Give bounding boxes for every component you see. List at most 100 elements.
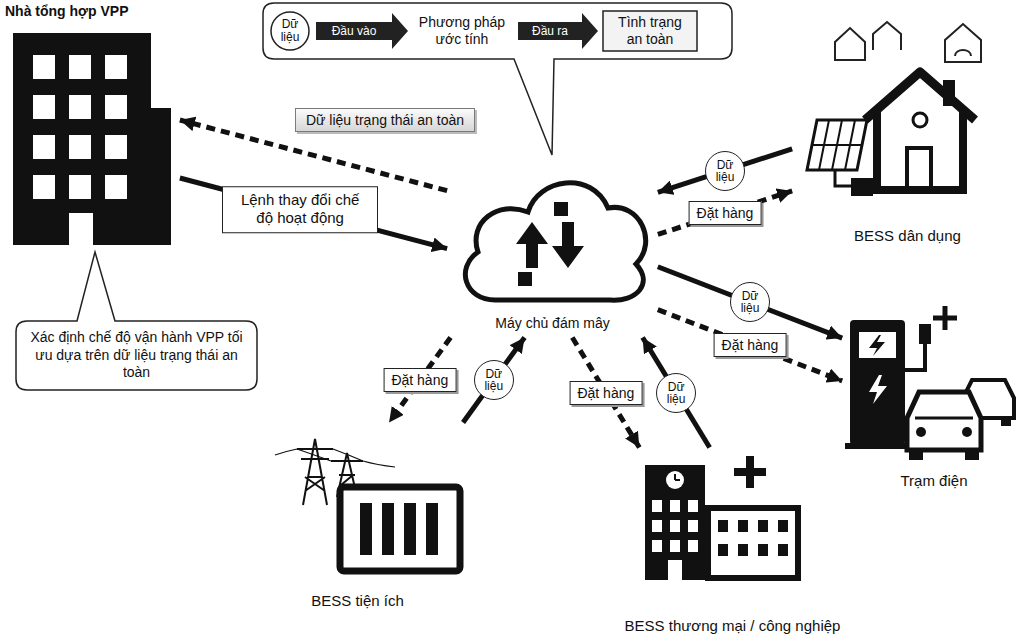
icon-shape	[688, 520, 698, 532]
data-badge: Dữ liệu	[474, 360, 514, 400]
icon-shape	[666, 471, 684, 489]
node-caption: BESS tiện ích	[311, 592, 404, 610]
edge-label: Đặt hàng	[689, 201, 762, 225]
icon-shape	[670, 520, 680, 532]
residential-bess: BESS dân dụng	[795, 20, 1020, 245]
icon-shape	[33, 135, 55, 159]
icon-shape	[933, 306, 957, 330]
icon-shape	[465, 183, 645, 300]
arrow-label: Đầu ra	[532, 24, 568, 38]
icon-shape	[718, 520, 728, 532]
icon-shape	[851, 178, 873, 196]
icon-shape	[945, 24, 981, 62]
icon-shape	[869, 375, 887, 404]
icon-shape	[69, 55, 91, 79]
icon-shape	[807, 120, 867, 170]
icon-shape	[877, 112, 963, 190]
icon-shape	[316, 13, 408, 49]
aggregator-building-shape	[5, 3, 177, 248]
icon-shape	[645, 465, 705, 580]
icon-shape	[516, 222, 548, 268]
icon-shape	[688, 540, 698, 552]
cloud-server: Máy chủ đám mây	[450, 160, 655, 335]
icon-shape	[688, 500, 698, 512]
icon-shape	[554, 202, 568, 216]
icon-shape	[105, 95, 127, 119]
icon-shape	[33, 55, 55, 79]
icon-shape	[850, 320, 905, 445]
icon-shape	[812, 120, 862, 170]
data-badge: Dữ liệu	[656, 373, 696, 413]
icon-shape	[859, 332, 896, 358]
icon-shape	[426, 503, 438, 555]
icon-shape	[965, 448, 979, 460]
edge-label: Dữ liệu trạng thái an toàn	[295, 108, 475, 132]
icon-shape	[668, 560, 682, 580]
icon-shape	[16, 252, 257, 390]
icon-shape	[670, 500, 680, 512]
icon-shape	[552, 222, 584, 268]
box-text: Tình trạng an toàn	[610, 14, 690, 48]
icon-shape	[652, 540, 662, 552]
icon-shape	[151, 108, 171, 245]
icon-shape	[718, 544, 728, 556]
icon-shape	[835, 28, 865, 60]
icon-shape	[33, 175, 55, 199]
icon-shape	[271, 12, 309, 50]
node-caption: Máy chủ đám mây	[495, 315, 609, 331]
icon-shape	[845, 443, 913, 449]
icon-shape	[734, 456, 766, 488]
edge-label: Đặt hàng	[569, 381, 642, 405]
commercial-bess: BESS thương mại / công nghiệp	[590, 450, 875, 635]
method-text: Phương pháp ước tính	[412, 14, 512, 48]
icon-shape	[404, 503, 416, 555]
icon-shape	[670, 540, 680, 552]
icon-shape	[69, 135, 91, 159]
icon-shape	[758, 520, 768, 532]
node-caption: Trạm điện	[901, 472, 968, 490]
icon-shape	[297, 439, 333, 505]
charging-station-shape	[845, 300, 1023, 490]
icon-shape	[69, 213, 93, 245]
icon-shape	[360, 503, 372, 555]
icon-shape	[869, 335, 885, 356]
icon-shape	[907, 148, 931, 190]
status-box: Tình trạng an toàn	[602, 10, 698, 52]
icon-shape	[913, 113, 927, 127]
node-caption: BESS dân dụng	[854, 227, 961, 245]
node-caption: BESS thương mại / công nghiệp	[625, 617, 841, 635]
aggregator-building: Nhà tổng hợp VPP	[5, 3, 177, 248]
edge-label: Đặt hàng	[383, 368, 456, 392]
icon-shape	[919, 324, 931, 344]
data-badge: Dữ liệu	[730, 282, 770, 322]
note-text: Xác định chế độ vận hành VPP tối ưu dựa …	[27, 329, 246, 382]
data-circle: Dữ liệu	[270, 11, 310, 51]
residential-bess-shape	[795, 20, 1020, 245]
data-badge: Dữ liệu	[705, 151, 745, 191]
icon-shape	[13, 33, 151, 245]
icon-shape	[909, 448, 923, 460]
icon-shape	[652, 500, 662, 512]
icon-shape	[905, 344, 925, 370]
node-heading: Nhà tổng hợp VPP	[5, 3, 129, 19]
charging-station: Trạm điện	[845, 300, 1023, 490]
icon-shape	[778, 544, 788, 556]
icon-shape	[708, 508, 798, 578]
solid-connector	[658, 149, 792, 193]
icon-shape	[603, 11, 697, 51]
icon-shape	[33, 95, 55, 119]
icon-shape	[652, 520, 662, 532]
icon-shape	[518, 272, 532, 286]
edge-label: Lệnh thay đổi chế độ hoạt động	[222, 186, 378, 234]
icon-shape	[69, 175, 91, 199]
icon-shape	[835, 170, 853, 186]
icon-shape	[263, 3, 732, 155]
icon-shape	[738, 544, 748, 556]
icon-shape	[873, 22, 901, 50]
icon-shape	[69, 95, 91, 119]
solid-connector	[658, 267, 842, 338]
icon-shape	[382, 503, 394, 555]
icon-shape	[962, 427, 972, 437]
